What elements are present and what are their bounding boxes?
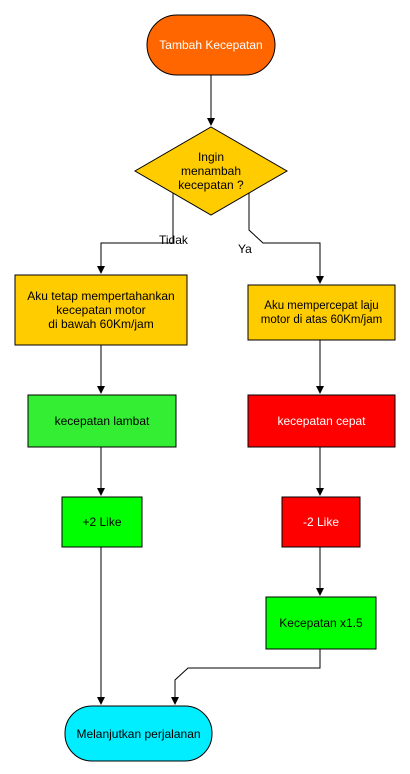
yes-edge-label: Ya <box>238 242 252 256</box>
keep-speed-node-label: Aku tetap mempertahankan kecepatan motor… <box>27 289 175 331</box>
speed-up-node: Aku mempercepat laju motor di atas 60Km/… <box>248 285 395 340</box>
fast-speed-node: kecepatan cepat <box>248 395 395 447</box>
fast-speed-node-label: kecepatan cepat <box>277 414 366 428</box>
plus-like-node: +2 Like <box>62 497 142 547</box>
plus-like-shape <box>61 496 143 548</box>
slow-speed-shape <box>27 394 177 448</box>
end-terminator-shape <box>64 705 213 762</box>
end-node-label: Melanjutkan perjalanan <box>76 726 201 741</box>
minus-like-shape <box>281 496 361 548</box>
plus-like-node-label: +2 Like <box>82 515 122 529</box>
start-node-label: Tambah Kecepatan <box>159 38 263 52</box>
edge-multiplier-to-end <box>171 649 321 705</box>
keep-speed-node: Aku tetap mempertahankan kecepatan motor… <box>15 275 187 345</box>
right-process-shape <box>247 284 396 341</box>
no-edge-label: Tidak <box>159 233 188 247</box>
speed-up-node-label: Aku mempercepat laju motor di atas 60Km/… <box>260 299 383 326</box>
left-process-shape <box>14 274 188 346</box>
decision-node-label: Ingin menambah kecepatan ? <box>178 150 244 192</box>
speed-multiplier-shape <box>265 596 377 650</box>
edge-decision-to-right <box>248 193 324 284</box>
decision-node: Ingin menambah kecepatan ? <box>160 140 262 202</box>
end-node: Melanjutkan perjalanan <box>65 706 212 761</box>
start-node: Tambah Kecepatan <box>147 15 275 75</box>
fast-speed-shape <box>247 394 396 448</box>
minus-like-node-label: -2 Like <box>302 515 340 529</box>
edge-decision-to-left <box>97 193 174 274</box>
speed-multiplier-node-label: Kecepatan x1.5 <box>279 616 363 630</box>
slow-speed-node-label: kecepatan lambat <box>54 414 150 428</box>
minus-like-node: -2 Like <box>282 497 360 547</box>
speed-multiplier-node: Kecepatan x1.5 <box>266 597 376 649</box>
slow-speed-node: kecepatan lambat <box>28 395 176 447</box>
